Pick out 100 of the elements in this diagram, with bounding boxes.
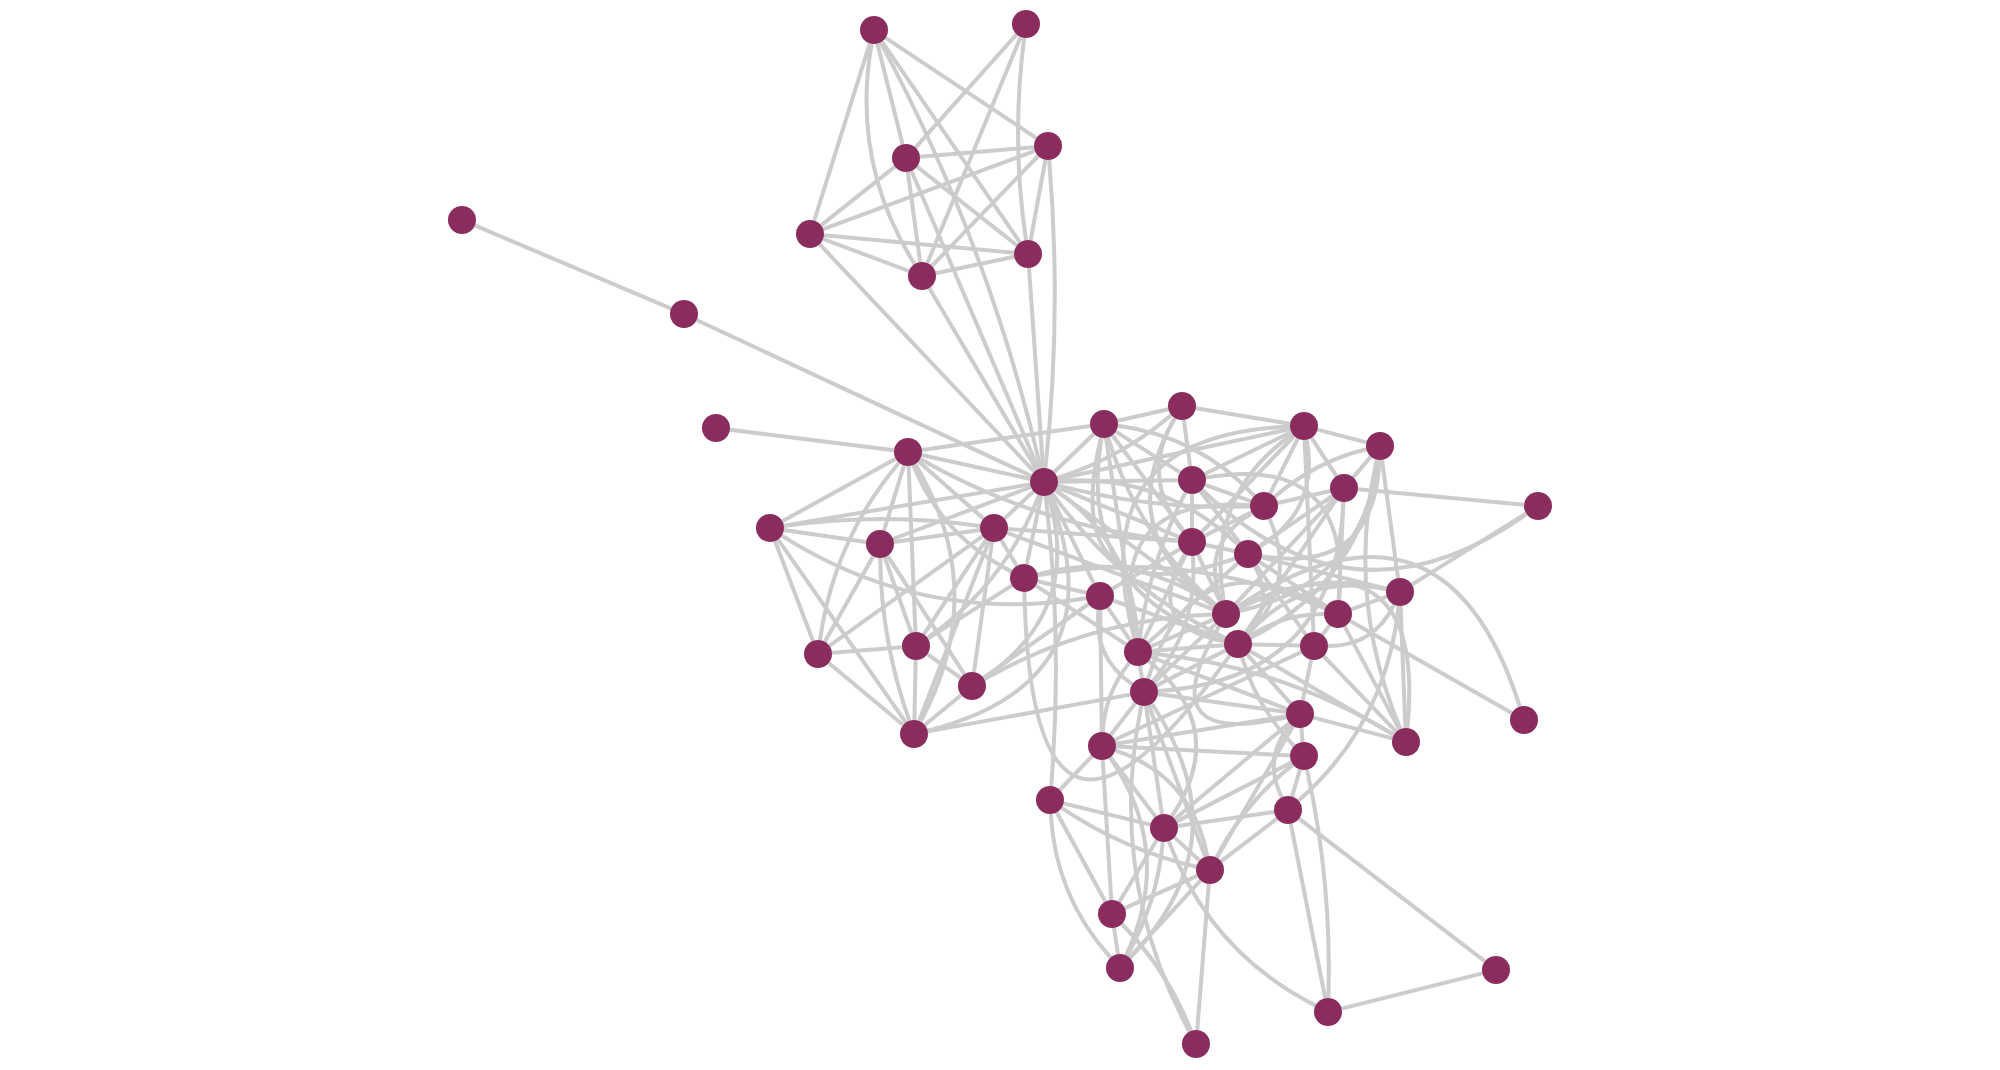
network-edge	[1277, 489, 1331, 505]
network-node	[1212, 600, 1240, 628]
network-node	[1036, 786, 1064, 814]
network-edge	[1052, 432, 1096, 474]
network-edge	[1341, 971, 1483, 1011]
network-edge	[935, 254, 1015, 276]
network-edge	[1098, 609, 1104, 733]
network-edge	[1203, 510, 1253, 538]
network-edge	[1090, 437, 1236, 576]
network-edge	[1037, 564, 1216, 608]
network-edge	[864, 43, 917, 266]
network-node	[892, 144, 920, 172]
network-edge	[1114, 748, 1210, 857]
network-edge	[913, 463, 957, 723]
network-edge	[1258, 560, 1328, 608]
network-edge	[1106, 436, 1217, 607]
network-edge	[1234, 496, 1336, 606]
network-edge	[1108, 756, 1158, 818]
network-edge	[919, 145, 1035, 159]
network-edge	[1117, 407, 1169, 423]
network-node	[1124, 638, 1152, 666]
network-node	[1286, 700, 1314, 728]
network-edge	[1195, 883, 1211, 1031]
network-edge	[1151, 555, 1196, 683]
network-edge	[729, 427, 895, 453]
network-edge	[1115, 714, 1287, 746]
network-edge	[783, 528, 867, 544]
network-edge	[1113, 650, 1303, 742]
network-edge	[1398, 605, 1408, 729]
network-node	[1178, 466, 1206, 494]
network-edge	[1258, 494, 1334, 548]
network-edge	[1057, 478, 1179, 484]
network-edge	[882, 464, 906, 532]
network-edge	[911, 464, 1013, 574]
network-edge	[1203, 430, 1293, 476]
network-edge	[1109, 701, 1137, 737]
network-node	[1014, 240, 1042, 268]
network-edge	[1043, 159, 1057, 469]
network-edge	[1157, 692, 1287, 714]
network-node	[908, 262, 936, 290]
network-edge	[905, 171, 923, 263]
network-edge	[1050, 492, 1227, 640]
network-edge	[921, 424, 1091, 452]
network-edge	[1058, 754, 1094, 792]
network-edge	[893, 528, 981, 544]
network-edge	[1110, 434, 1186, 532]
network-edge	[1238, 581, 1412, 729]
network-edge	[1244, 498, 1338, 634]
network-edge	[1151, 651, 1395, 737]
network-edge	[923, 693, 963, 727]
network-edge	[1152, 622, 1218, 684]
network-node	[1090, 410, 1118, 438]
network-edge	[1268, 437, 1300, 495]
network-node	[1106, 954, 1134, 982]
network-edge	[880, 40, 1022, 244]
network-node	[1524, 492, 1552, 520]
network-edge	[1313, 715, 1393, 741]
network-edge	[1305, 769, 1331, 999]
network-edge	[1297, 817, 1487, 963]
network-edge	[1173, 835, 1201, 863]
network-node	[702, 414, 730, 442]
network-edge	[1063, 801, 1151, 827]
network-edge	[1236, 555, 1522, 708]
network-edge	[783, 517, 981, 528]
network-node	[1150, 814, 1178, 842]
network-edge	[1351, 455, 1373, 479]
network-node	[1130, 678, 1158, 706]
network-edge	[827, 661, 905, 727]
network-edge	[917, 459, 985, 521]
network-edge	[1144, 705, 1164, 815]
network-edge	[1240, 656, 1296, 748]
network-edge	[892, 485, 1032, 541]
network-edge	[1299, 727, 1305, 743]
network-edge	[1322, 654, 1398, 734]
network-node	[1182, 1030, 1210, 1058]
network-edge	[1034, 583, 1128, 647]
network-edge	[1057, 478, 1240, 546]
network-node	[1366, 432, 1394, 460]
network-edge	[783, 482, 1031, 528]
network-edge	[1003, 489, 1035, 521]
network-edge	[982, 602, 1090, 680]
network-edge	[915, 165, 1019, 247]
network-node	[900, 720, 928, 748]
network-node	[902, 632, 930, 660]
network-edge	[1218, 432, 1294, 601]
network-edge	[695, 318, 1033, 478]
network-edge	[925, 36, 1023, 264]
network-edge	[1150, 655, 1288, 711]
network-edge	[1192, 625, 1287, 726]
network-edge	[1214, 763, 1295, 859]
network-edge	[884, 36, 1038, 140]
network-edge	[1261, 555, 1387, 591]
network-node	[1386, 578, 1414, 606]
network-edge	[1138, 665, 1144, 679]
network-edge	[1157, 501, 1346, 693]
network-edge	[1137, 491, 1188, 639]
network-edge	[812, 42, 872, 222]
network-edge	[1022, 591, 1232, 781]
network-edge	[1297, 605, 1401, 803]
network-node	[1088, 732, 1116, 760]
